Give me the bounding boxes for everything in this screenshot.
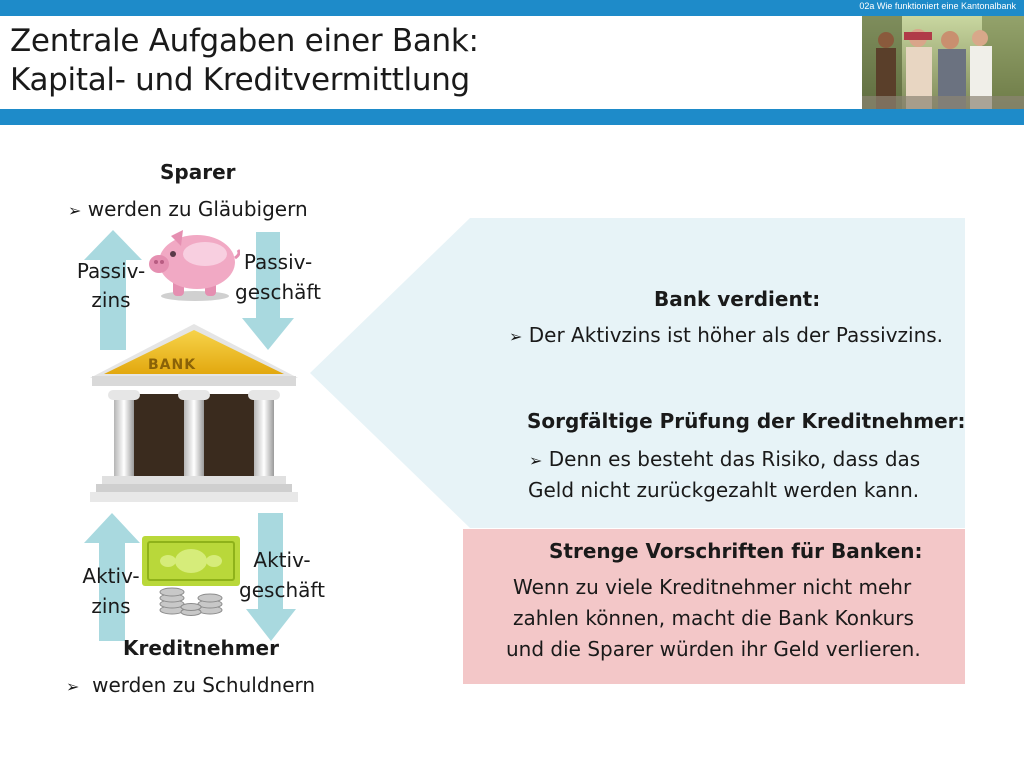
sparer-point: ➢ werden zu Gläubigern: [68, 197, 308, 221]
bullet-arrow-icon: ➢: [68, 201, 82, 220]
title-line-1: Zentrale Aufgaben einer Bank:: [10, 23, 479, 59]
slide-title: Zentrale Aufgaben einer Bank: Kapital- u…: [10, 22, 479, 100]
arrow-down-icon: [246, 513, 296, 641]
money-coins-icon: [142, 536, 240, 616]
kreditnehmer-heading: Kreditnehmer: [123, 636, 279, 660]
rules-line-2: zahlen können, macht die Bank Konkurs: [513, 606, 914, 630]
info-callout: [310, 218, 965, 528]
header-photo: [862, 16, 1024, 109]
check-line-2: Geld nicht zurückgezahlt werden kann.: [528, 478, 920, 502]
rules-line-1: Wenn zu viele Kreditnehmer nicht mehr: [513, 575, 912, 599]
piggy-bank-icon: [149, 230, 240, 301]
aktivzins-label: Aktiv- zins: [82, 564, 140, 618]
bullet-arrow-icon: ➢: [529, 451, 543, 470]
check-heading: Sorgfältige Prüfung der Kreditnehmer:: [527, 409, 966, 433]
bullet-arrow-icon: ➢: [509, 327, 523, 346]
sparer-heading: Sparer: [160, 160, 236, 184]
passivzins-label: Passiv- zins: [76, 259, 146, 312]
rules-heading: Strenge Vorschriften für Banken:: [549, 539, 923, 563]
bank-building-icon: [90, 324, 298, 502]
earn-point: ➢ Der Aktivzins ist höher als der Passiv…: [509, 323, 944, 347]
arrow-up-icon: [84, 230, 142, 350]
bullet-arrow-icon: ➢: [66, 677, 80, 696]
warning-box: [463, 529, 965, 684]
title-line-2: Kapital- und Kreditvermittlung: [10, 62, 470, 98]
aktivgeschaeft-label: Aktiv- geschäft: [239, 548, 325, 602]
check-line-1: ➢ Denn es besteht das Risiko, dass das: [529, 447, 921, 471]
arrow-down-icon: [242, 232, 294, 350]
kreditnehmer-point: ➢ werden zu Schuldnern: [66, 673, 316, 697]
bank-sign: BANK: [148, 357, 197, 373]
header-bottom-bar: [0, 109, 1024, 125]
top-bar: 02a Wie funktioniert eine Kantonalbank: [0, 0, 1024, 16]
passivgeschaeft-label: Passiv- geschäft: [235, 250, 321, 304]
arrow-up-icon: [84, 513, 140, 641]
rules-line-3: und die Sparer würden ihr Geld verlieren…: [506, 637, 921, 661]
section-label: 02a Wie funktioniert eine Kantonalbank: [859, 1, 1016, 11]
earn-heading: Bank verdient:: [654, 287, 821, 311]
people-photo-icon: [862, 16, 1024, 109]
